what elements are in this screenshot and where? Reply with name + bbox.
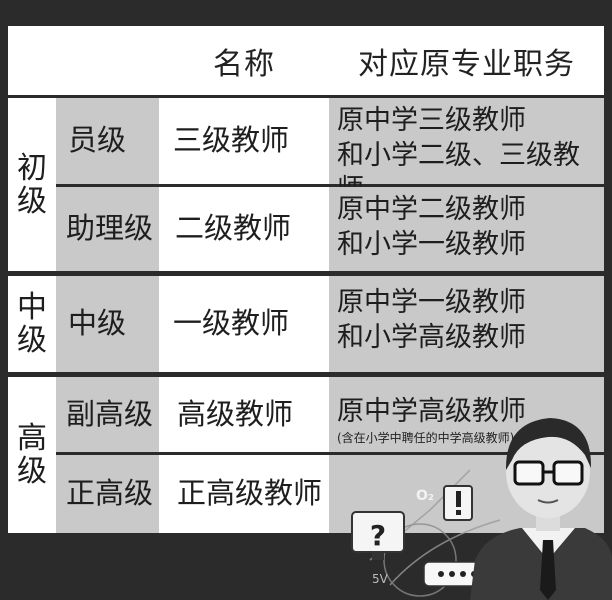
- title-text: 三级教师: [173, 123, 290, 158]
- question-mark-icon: ?: [351, 511, 405, 560]
- group-label-char: 级: [17, 323, 47, 358]
- title-text: 高级教师: [177, 396, 294, 431]
- header-name: 名称: [159, 26, 329, 95]
- group-label-char: 中: [17, 290, 47, 325]
- grade-cell: 助理级: [56, 187, 159, 271]
- grade-cell: 员级: [56, 98, 159, 184]
- title-cell: 正高级教师: [159, 455, 329, 533]
- grade-text: 员级: [68, 123, 127, 158]
- group-label-middle: 中 级: [8, 276, 56, 372]
- duty-line: 原中学二级教师: [337, 194, 526, 225]
- grade-cell: 正高级: [56, 455, 159, 533]
- title-text: 二级教师: [175, 211, 292, 246]
- grade-cell: 副高级: [56, 377, 159, 452]
- duty-line: 原中学高级教师: [337, 396, 526, 427]
- duty-line: 和小学高级教师: [337, 321, 526, 353]
- o2-label: O₂: [416, 488, 434, 504]
- duty-cell: 原中学二级教师 和小学一级教师: [329, 187, 604, 271]
- grade-text: 正高级: [66, 476, 154, 511]
- title-text: 正高级教师: [177, 476, 323, 511]
- group-label-senior: 高 级: [8, 377, 56, 533]
- header-blank-cell: [8, 26, 159, 95]
- title-text: 一级教师: [173, 306, 290, 341]
- grade-text: 助理级: [66, 211, 154, 246]
- exclamation-icon: [443, 485, 473, 521]
- title-cell: 高级教师: [159, 377, 329, 452]
- header-name-text: 名称: [213, 46, 275, 82]
- grade-text: 副高级: [66, 396, 154, 431]
- group-label-char: 高: [17, 421, 47, 456]
- duty-cell: 原中学三级教师 和小学二级、三级教师: [329, 98, 604, 205]
- group-label-char: 级: [17, 183, 47, 219]
- title-cell: 二级教师: [159, 187, 329, 271]
- title-cell: 一级教师: [159, 276, 329, 372]
- group-label-primary: 初 级: [8, 98, 56, 271]
- group-label-char: 初: [17, 150, 47, 186]
- duty-cell: 原中学一级教师 和小学高级教师: [329, 276, 604, 372]
- title-cell: 三级教师: [159, 98, 329, 184]
- header-duty-text: 对应原专业职务: [358, 46, 575, 82]
- grade-cell: 中级: [56, 276, 159, 372]
- duty-line: 原中学三级教师: [337, 105, 526, 136]
- grade-text: 中级: [68, 306, 127, 341]
- duty-line: 和小学一级教师: [337, 228, 526, 260]
- fragment-text: 5V: [372, 572, 389, 586]
- svg-text:?: ?: [370, 519, 386, 552]
- duty-note: (含在小学中聘任的中学高级教师): [337, 430, 515, 445]
- duty-line: 原中学一级教师: [337, 287, 526, 318]
- teacher-avatar: [470, 418, 612, 600]
- header-duty: 对应原专业职务: [329, 26, 604, 95]
- group-label-char: 级: [17, 454, 47, 489]
